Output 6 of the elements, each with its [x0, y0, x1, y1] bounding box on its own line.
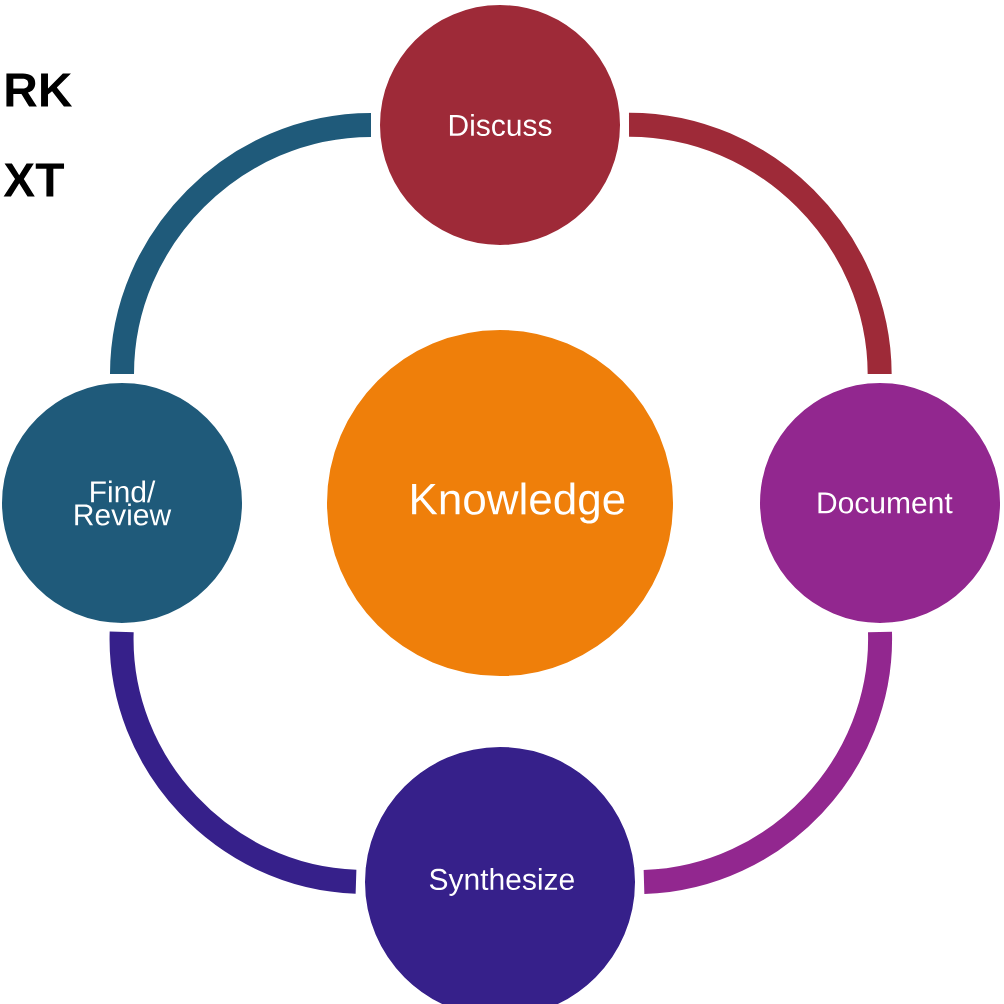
- heading-fragment: XT: [3, 163, 65, 197]
- heading-fragment: RK: [6, 73, 73, 107]
- arc-connector: [109, 631, 358, 894]
- arc-connector: [642, 631, 892, 894]
- arc-connector: [110, 113, 372, 375]
- arc-connector: [628, 112, 892, 375]
